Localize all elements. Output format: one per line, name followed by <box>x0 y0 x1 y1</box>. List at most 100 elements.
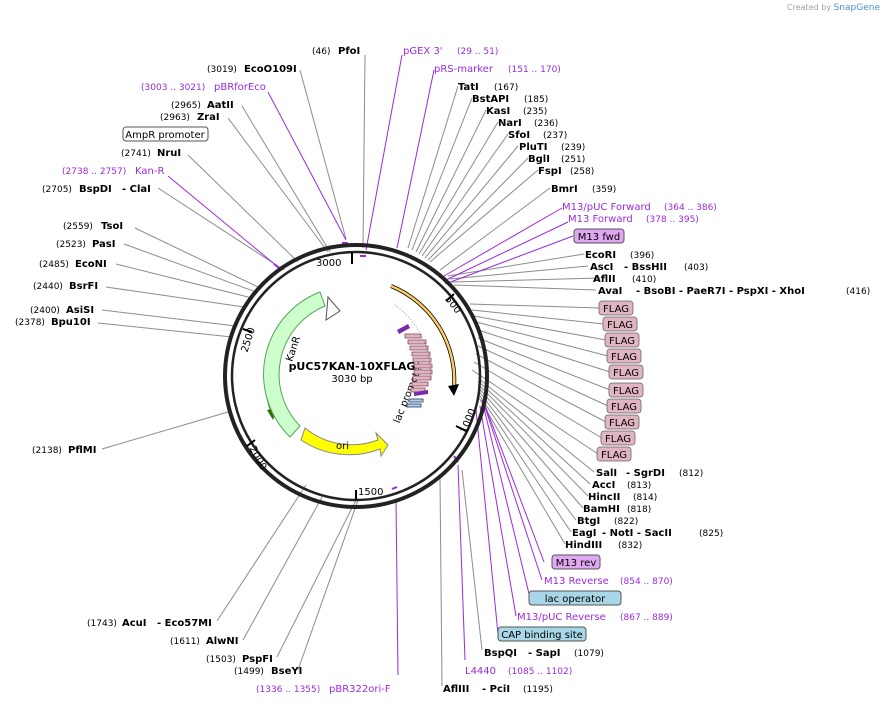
hindiii-pos: (832) <box>618 541 642 551</box>
m13-rev-box <box>551 554 601 570</box>
flag-label-8: FLAG <box>609 418 635 429</box>
bspqi-site: BspQI <box>484 648 517 659</box>
credit-prefix: Created by <box>787 3 832 12</box>
pluti-site: PluTI <box>519 142 547 153</box>
acui-site: AcuI <box>122 618 147 629</box>
cap-site-label: CAP binding site <box>501 630 583 641</box>
bmri-site: BmrI <box>551 184 578 195</box>
m13-fwd-box <box>573 228 625 244</box>
btgi-site: BtgI <box>577 516 600 527</box>
econi-site: EcoNI <box>75 259 107 270</box>
aflii-pos: (410) <box>632 275 656 285</box>
kanr-promoter-arrow <box>325 295 341 321</box>
pasi-pos: (2523) <box>56 240 86 250</box>
flag-label-3: FLAG <box>609 336 635 347</box>
fspi-pos: (258) <box>570 167 594 177</box>
acui-alt: - Eco57MI <box>157 618 212 629</box>
bsrfi-site: BsrFI <box>69 281 98 292</box>
kasi-pos: (235) <box>523 107 547 117</box>
ruler-2500: 2500 <box>240 326 258 354</box>
ruler-1500: 1500 <box>358 487 383 498</box>
avai-alt: - BsoBI - PaeR7I - PspXI - XhoI <box>636 286 805 297</box>
bspdi-site: BspDI <box>79 184 112 195</box>
primer-lines <box>167 54 574 676</box>
prsmarker-range: (151 .. 170) <box>508 65 561 75</box>
ori-label: ori <box>336 441 349 452</box>
avai-pos: (416) <box>846 287 870 297</box>
ruler-2000: 2000 <box>247 444 269 472</box>
flag-label-1: FLAG <box>603 304 629 315</box>
bamhi-site: BamHI <box>583 504 620 515</box>
bpu10i-pos: (2378) <box>15 318 45 328</box>
m13pucrev-name: M13/pUC Reverse <box>517 612 606 623</box>
bstapi-pos: (185) <box>524 95 548 105</box>
ori-feature <box>300 427 389 458</box>
flag-label-10: FLAG <box>601 450 627 461</box>
pgex3-range: (29 .. 51) <box>457 47 498 57</box>
alwni-site: AlwNI <box>206 636 239 647</box>
afliii-pos: (1195) <box>523 685 553 695</box>
bgli-pos: (251) <box>561 155 585 165</box>
pluti-pos: (239) <box>561 143 585 153</box>
pbrforeco-range: (3003 .. 3021) <box>141 83 205 93</box>
flag-label-6: FLAG <box>613 386 639 397</box>
lac-operator-box <box>528 590 622 606</box>
tsoi-site: TsoI <box>101 221 123 232</box>
m13fwd-range: (378 .. 395) <box>646 215 699 225</box>
pbr322-name: pBR322ori-F <box>329 684 391 695</box>
acui-pos: (1743) <box>87 619 117 629</box>
zrai-pos: (2963) <box>160 113 190 123</box>
pspfi-pos: (1503) <box>206 655 236 665</box>
ruler-ticks <box>242 252 467 500</box>
zrai-site: ZraI <box>197 112 220 123</box>
ecoo109i-pos: (3019) <box>207 65 237 75</box>
hincii-pos: (814) <box>633 493 657 503</box>
bamhi-pos: (818) <box>627 505 651 515</box>
lac-operator-label: lac operator <box>545 594 606 605</box>
flag-label-9: FLAG <box>605 434 631 445</box>
flag-label-7: FLAG <box>611 402 637 413</box>
ecoo109i-site: EcoO109I <box>244 64 297 75</box>
tati-pos: (167) <box>494 83 518 93</box>
ecori-site: EcoRI <box>585 250 616 261</box>
pfoi-pos: (46) <box>312 47 330 57</box>
nrui-site: NruI <box>157 148 181 159</box>
sfoi-site: SfoI <box>508 130 530 141</box>
ruler-3000: 3000 <box>316 258 341 269</box>
bspdi-pos: (2705) <box>42 185 72 195</box>
asisi-site: AsiSI <box>66 305 94 316</box>
nari-site: NarI <box>498 118 522 129</box>
econi-pos: (2485) <box>39 260 69 270</box>
fspi-site: FspI <box>538 166 562 177</box>
tati-site: TatI <box>458 82 479 93</box>
ampr-promoter-label: AmpR promoter <box>125 130 205 141</box>
avai-site: AvaI <box>598 286 622 297</box>
bspqi-alt: - SapI <box>528 648 560 659</box>
bpu10i-site: Bpu10I <box>51 317 91 328</box>
afliii-site: AflIII <box>443 684 469 695</box>
pfoi-site: PfoI <box>338 46 360 57</box>
sali-site: SalI <box>596 468 617 479</box>
bspqi-pos: (1079) <box>574 649 604 659</box>
pgex3-name: pGEX 3' <box>403 46 443 57</box>
btgi-pos: (822) <box>614 517 638 527</box>
m13-fwd-label: M13 fwd <box>578 232 620 243</box>
acci-site: AccI <box>592 480 615 491</box>
bstapi-site: BstAPI <box>472 94 509 105</box>
bseyi-site: BseYI <box>271 666 302 677</box>
m13-rev-label: M13 rev <box>556 558 597 569</box>
cap-site-box <box>497 626 587 642</box>
m13pucrev-range: (867 .. 889) <box>620 613 673 623</box>
aatii-site: AatII <box>207 100 234 111</box>
pspfi-site: PspFI <box>242 654 273 665</box>
acci-pos: (813) <box>627 481 651 491</box>
m13fwd-name: M13 Forward <box>568 214 633 225</box>
afliii-alt: - PciI <box>482 684 510 695</box>
kasi-site: KasI <box>486 106 510 117</box>
kanr-feature <box>263 291 326 438</box>
eagi-site: EagI <box>572 528 596 539</box>
sfoi-pos: (237) <box>543 131 567 141</box>
flag-stack <box>397 324 433 408</box>
bgli-site: BglI <box>528 154 550 165</box>
